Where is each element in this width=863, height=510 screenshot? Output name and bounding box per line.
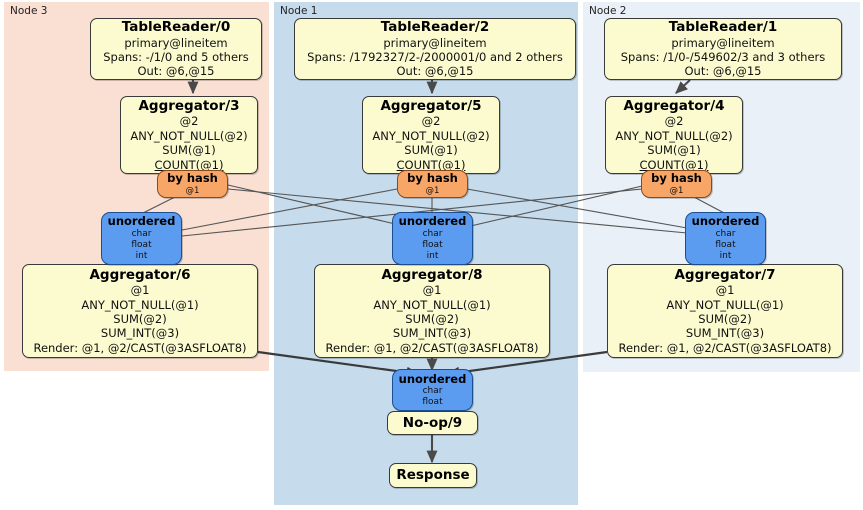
- node-byhash-3-title: by hash: [167, 171, 218, 185]
- node-tablereader2-line-2: Out: @6,@15: [396, 64, 474, 79]
- node-aggregator3-line-3: COUNT(@1): [154, 157, 224, 172]
- node-aggregator8-title: Aggregator/8: [381, 266, 483, 283]
- node-aggregator6-line-2: SUM(@2): [113, 312, 167, 326]
- node-unordered-center-line-2: int: [426, 251, 439, 262]
- node-tablereader2-line-1: Spans: /1792327/2-/2000001/0 and 2 other…: [307, 50, 563, 64]
- node-aggregator5-line-3: COUNT(@1): [396, 157, 466, 172]
- node-unordered-right-line-1: float: [715, 240, 736, 251]
- node-aggregator3-title: Aggregator/3: [138, 97, 240, 114]
- node-unordered-center[interactable]: unordered char float int: [392, 212, 473, 265]
- node-unordered-left-line-2: int: [135, 251, 148, 262]
- node-unordered-right[interactable]: unordered char float int: [685, 212, 766, 265]
- node-aggregator3[interactable]: Aggregator/3 @2 ANY_NOT_NULL(@2) SUM(@1)…: [120, 96, 258, 174]
- node-tablereader1-line-0: primary@lineitem: [671, 35, 775, 50]
- node-aggregator7-line-2: SUM(@2): [698, 312, 752, 326]
- node-tablereader0-line-0: primary@lineitem: [124, 35, 228, 50]
- node-unordered-left-title: unordered: [107, 214, 176, 229]
- node-tablereader1-title: TableReader/1: [668, 19, 778, 36]
- node-unordered-final-title: unordered: [398, 371, 467, 386]
- node-response[interactable]: Response: [389, 463, 477, 488]
- node-tablereader0[interactable]: TableReader/0 primary@lineitem Spans: -/…: [90, 18, 262, 80]
- node-unordered-final[interactable]: unordered char float: [392, 369, 473, 411]
- node-unordered-center-line-1: float: [422, 240, 443, 251]
- node-aggregator5-line-2: SUM(@1): [404, 143, 458, 158]
- node-unordered-center-line-0: char: [422, 228, 443, 239]
- node-aggregator7[interactable]: Aggregator/7 @1 ANY_NOT_NULL(@1) SUM(@2)…: [607, 264, 843, 358]
- node-aggregator4[interactable]: Aggregator/4 @2 ANY_NOT_NULL(@2) SUM(@1)…: [605, 96, 743, 174]
- node-byhash-3-line-0: @1: [185, 185, 200, 196]
- node-aggregator6-line-0: @1: [130, 283, 150, 298]
- node-byhash-4-line-0: @1: [669, 185, 684, 196]
- node-aggregator4-line-1: ANY_NOT_NULL(@2): [615, 128, 733, 143]
- node-noop9-title: No-op/9: [402, 414, 463, 431]
- node-aggregator5-title: Aggregator/5: [380, 97, 482, 114]
- node-tablereader0-title: TableReader/0: [121, 19, 231, 36]
- node-aggregator6-line-3: SUM_INT(@3): [100, 326, 180, 341]
- node-tablereader2-title: TableReader/2: [380, 19, 490, 36]
- node-aggregator7-line-3: SUM_INT(@3): [685, 326, 765, 341]
- node-unordered-final-line-1: float: [422, 397, 443, 408]
- node-aggregator5-line-1: ANY_NOT_NULL(@2): [372, 128, 490, 143]
- node-byhash-4[interactable]: by hash @1: [641, 170, 712, 198]
- node-tablereader1-line-2: Out: @6,@15: [684, 64, 762, 79]
- node-aggregator8-line-0: @1: [422, 283, 442, 298]
- node-byhash-5-line-0: @1: [425, 185, 440, 196]
- node-tablereader0-line-2: Out: @6,@15: [137, 64, 215, 79]
- node-aggregator5-line-0: @2: [421, 114, 441, 129]
- node-tablereader0-line-1: Spans: -/1/0 and 5 others: [103, 50, 249, 64]
- node-noop9[interactable]: No-op/9: [387, 411, 478, 435]
- node-aggregator6-title: Aggregator/6: [89, 266, 191, 283]
- panel-node3-label: Node 3: [10, 5, 48, 17]
- node-unordered-left-line-1: float: [131, 240, 152, 251]
- node-aggregator3-line-0: @2: [179, 114, 199, 129]
- panel-node2-label: Node 2: [589, 5, 627, 17]
- node-aggregator8-line-3: SUM_INT(@3): [392, 326, 472, 341]
- node-aggregator4-line-2: SUM(@1): [647, 143, 701, 158]
- node-tablereader1[interactable]: TableReader/1 primary@lineitem Spans: /1…: [604, 18, 842, 80]
- node-byhash-4-title: by hash: [651, 171, 702, 185]
- node-aggregator8-line-2: SUM(@2): [405, 312, 459, 326]
- node-aggregator7-line-0: @1: [715, 283, 735, 298]
- node-unordered-final-line-0: char: [422, 385, 443, 396]
- node-aggregator4-line-3: COUNT(@1): [639, 157, 709, 172]
- node-aggregator3-line-1: ANY_NOT_NULL(@2): [130, 128, 248, 143]
- node-aggregator4-title: Aggregator/4: [623, 97, 725, 114]
- node-aggregator8[interactable]: Aggregator/8 @1 ANY_NOT_NULL(@1) SUM(@2)…: [314, 264, 550, 358]
- node-aggregator8-line-4: Render: @1, @2/CAST(@3ASFLOAT8): [325, 340, 539, 355]
- node-response-title: Response: [396, 467, 470, 484]
- node-tablereader2[interactable]: TableReader/2 primary@lineitem Spans: /1…: [294, 18, 576, 80]
- node-aggregator7-line-1: ANY_NOT_NULL(@1): [666, 297, 784, 312]
- node-byhash-5[interactable]: by hash @1: [397, 170, 468, 198]
- node-aggregator3-line-2: SUM(@1): [162, 143, 216, 158]
- node-unordered-left[interactable]: unordered char float int: [101, 212, 182, 265]
- node-unordered-center-title: unordered: [398, 214, 467, 229]
- node-unordered-right-line-2: int: [719, 251, 732, 262]
- panel-node1-label: Node 1: [280, 5, 318, 17]
- node-aggregator6-line-4: Render: @1, @2/CAST(@3ASFLOAT8): [33, 340, 247, 355]
- node-byhash-5-title: by hash: [407, 171, 458, 185]
- node-aggregator8-line-1: ANY_NOT_NULL(@1): [373, 297, 491, 312]
- node-aggregator7-line-4: Render: @1, @2/CAST(@3ASFLOAT8): [618, 340, 832, 355]
- node-aggregator7-title: Aggregator/7: [674, 266, 776, 283]
- node-tablereader2-line-0: primary@lineitem: [383, 35, 487, 50]
- node-unordered-right-line-0: char: [715, 228, 736, 239]
- node-unordered-left-line-0: char: [131, 228, 152, 239]
- node-aggregator5[interactable]: Aggregator/5 @2 ANY_NOT_NULL(@2) SUM(@1)…: [362, 96, 500, 174]
- node-tablereader1-line-1: Spans: /1/0-/549602/3 and 3 others: [620, 50, 826, 64]
- node-byhash-3[interactable]: by hash @1: [157, 170, 228, 198]
- node-unordered-right-title: unordered: [691, 214, 760, 229]
- node-aggregator6-line-1: ANY_NOT_NULL(@1): [81, 297, 199, 312]
- node-aggregator6[interactable]: Aggregator/6 @1 ANY_NOT_NULL(@1) SUM(@2)…: [22, 264, 258, 358]
- node-aggregator4-line-0: @2: [664, 114, 684, 129]
